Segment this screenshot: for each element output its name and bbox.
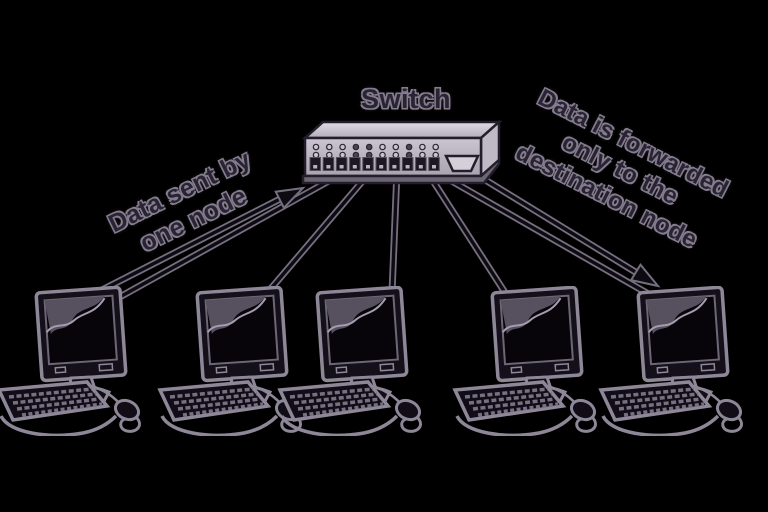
- port-icon: [401, 157, 414, 171]
- switch-label: Switch: [360, 84, 451, 114]
- port-icon: [428, 157, 440, 171]
- led-icon: [405, 151, 413, 159]
- port-notch: [352, 165, 357, 169]
- cable-line: [434, 170, 654, 298]
- port-notch: [366, 165, 370, 169]
- led-icon: [432, 151, 440, 159]
- port-notch: [313, 165, 318, 169]
- computer-node-3: [278, 286, 425, 436]
- uplink-port-icon: [444, 154, 480, 173]
- led-icon: [392, 143, 400, 151]
- computer-node-5: [599, 286, 746, 436]
- switch-port-icons: [309, 157, 440, 171]
- switch-base: [301, 157, 501, 185]
- port-icon: [415, 157, 427, 171]
- port-notch: [405, 165, 410, 169]
- computer-node-2: [158, 286, 305, 436]
- led-icon: [352, 151, 360, 159]
- port-notch: [418, 165, 423, 169]
- arrowhead-icon: [274, 186, 306, 210]
- led-icon: [365, 151, 373, 159]
- arrowhead-icon: [629, 262, 661, 288]
- led-icon: [365, 143, 373, 151]
- port-icon: [375, 157, 387, 171]
- port-notch: [339, 165, 344, 169]
- led-icon: [339, 143, 346, 151]
- led-icon: [312, 143, 320, 151]
- connection-lines: [114, 166, 656, 302]
- downlink-arrow: [483, 177, 661, 288]
- port-notch: [379, 165, 384, 169]
- led-icon: [379, 151, 386, 159]
- led-icon: [339, 151, 346, 159]
- led-icon: [379, 143, 386, 151]
- uplink-arrow: [96, 186, 306, 295]
- port-notch: [326, 165, 331, 169]
- computer-nodes: [0, 286, 746, 436]
- switch-device: [301, 119, 503, 185]
- cable-line: [390, 168, 399, 295]
- computer-node-4: [453, 286, 600, 436]
- computer-node-1: [0, 286, 144, 436]
- led-icon: [325, 143, 333, 151]
- led-icon: [312, 151, 320, 159]
- port-icon: [362, 157, 374, 171]
- port-icon: [322, 157, 335, 171]
- switch-top-face: [301, 120, 503, 140]
- cable-line: [266, 168, 374, 294]
- led-icon: [432, 143, 440, 151]
- led-icon: [352, 143, 360, 151]
- led-icon: [419, 151, 426, 159]
- led-icon: [419, 143, 426, 151]
- port-icon: [388, 157, 401, 171]
- port-icon: [309, 157, 321, 171]
- port-notch: [392, 165, 397, 169]
- cable-line: [116, 170, 347, 300]
- led-icon: [392, 151, 400, 159]
- port-notch: [432, 165, 436, 169]
- cable-line: [424, 168, 506, 293]
- port-icon: [349, 157, 361, 171]
- led-icon: [405, 143, 413, 151]
- port-icon: [335, 157, 348, 171]
- switch-led-icons: [312, 143, 440, 159]
- led-icon: [325, 151, 333, 159]
